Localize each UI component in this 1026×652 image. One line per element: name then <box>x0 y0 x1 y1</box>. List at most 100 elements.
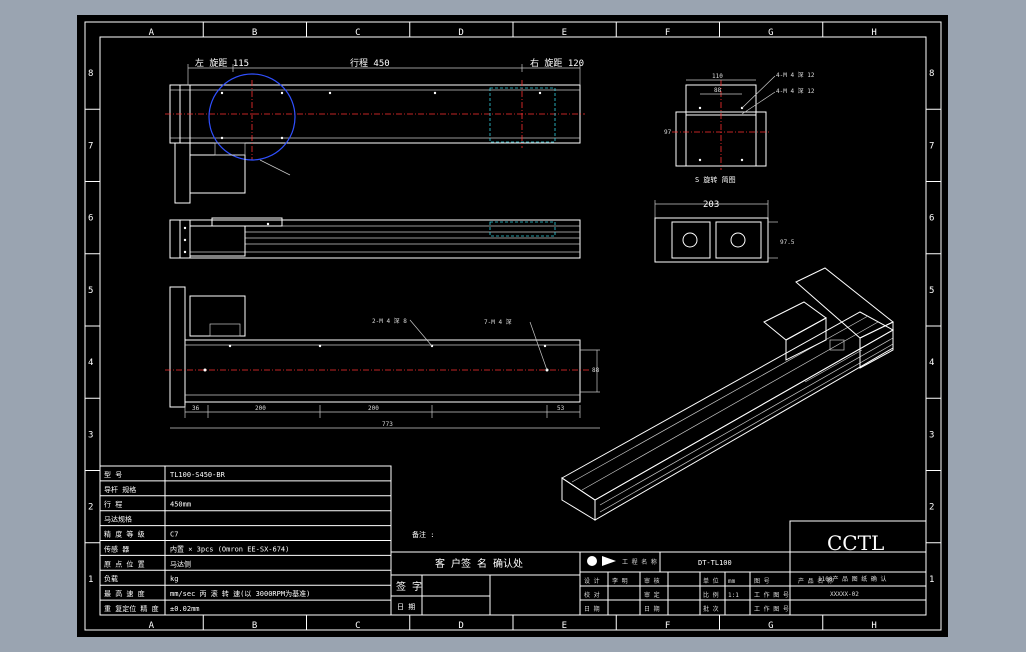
grid-row-right: 6 <box>929 214 934 224</box>
bottom-note-1: 2-M 4 深 8 <box>372 317 407 325</box>
company-name: CCTL <box>827 531 884 555</box>
grid-row-left: 5 <box>88 286 93 296</box>
grid-row-left: 6 <box>88 214 93 224</box>
notes-label: 备注 : <box>412 530 434 539</box>
title-block-cell: 产 品 名 称 <box>798 577 833 585</box>
grid-col-top: G <box>768 28 773 38</box>
spec-label: 精 度 等 级 <box>104 530 145 539</box>
grid-col-top: A <box>149 28 155 38</box>
grid-row-right: 7 <box>929 141 934 151</box>
grid-col-bottom: F <box>665 621 670 631</box>
company-logo-icon <box>587 556 597 566</box>
grid-col-bottom: D <box>458 621 463 631</box>
spec-label: 传感 器 <box>104 544 129 553</box>
confirm-title: 客 户签 名 确认处 <box>435 557 523 570</box>
grid-row-left: 1 <box>88 575 93 585</box>
grid-col-bottom: C <box>355 621 360 631</box>
side-view: 110 88 97 4-M 4 深 12 4-M 4 深 12 S 旋转 简图 <box>664 71 815 184</box>
grid-row-right: 8 <box>929 69 934 79</box>
grid-col-top: D <box>458 28 463 38</box>
side-dim-h: 97 <box>664 129 672 136</box>
title-block-cell: 比 例 <box>703 591 719 599</box>
side-note-1: 4-M 4 深 12 <box>776 71 815 79</box>
grid-row-left: 2 <box>88 503 93 513</box>
grid-row-right: 2 <box>929 503 934 513</box>
grid-row-right: 4 <box>929 358 934 368</box>
grid-row-left: 3 <box>88 430 93 440</box>
title-block-cell: 日 期 <box>644 605 660 613</box>
end-view: 203 97.5 <box>654 200 795 263</box>
dim-bottom-total: 773 <box>382 421 393 428</box>
spec-label: 马达规格 <box>104 515 132 524</box>
title-block-cell: 图 号 <box>754 578 770 585</box>
project-value: DT-TL100 <box>698 559 732 567</box>
grid-row-left: 7 <box>88 141 93 151</box>
drawing-number: XXXXX-02 <box>830 591 859 598</box>
grid-row-labels-right: 8 7 6 5 4 3 2 1 <box>926 69 941 585</box>
side-dim-a: 110 <box>712 73 723 80</box>
spec-label: 行 程 <box>104 500 122 509</box>
dim-top-travel: 行程 450 <box>350 57 390 69</box>
grid-row-right: 1 <box>929 575 934 585</box>
spec-value: kg <box>170 575 178 583</box>
title-block-cell: 批 次 <box>703 605 719 613</box>
spec-value: TL100-S450-BR <box>170 471 226 479</box>
grid-col-top: F <box>665 28 670 38</box>
isometric-view <box>561 267 895 521</box>
dim-bottom-seg-2: 200 <box>255 405 266 412</box>
spec-label: 导杆 规格 <box>104 485 136 494</box>
title-block-cell: 单 位 <box>703 577 719 585</box>
grid-col-top: B <box>252 28 257 38</box>
spec-label: 重 复定位 精 度 <box>104 604 159 613</box>
spec-label: 型 号 <box>104 470 122 479</box>
title-block-cell: 设 计 <box>584 577 600 585</box>
date-label: 日 期 <box>397 603 415 611</box>
bottom-view: 2-M 4 深 8 7-M 4 深 88 36 200 200 53 773 <box>165 286 600 429</box>
spec-value: 450mm <box>170 501 191 509</box>
title-block-cell: 校 对 <box>584 591 600 599</box>
spec-label: 原 点 位 置 <box>104 559 145 568</box>
dim-bottom-seg-1: 36 <box>192 405 200 412</box>
spec-label: 负载 <box>104 574 118 583</box>
sign-label: 签 字 <box>396 580 422 593</box>
grid-row-right: 3 <box>929 430 934 440</box>
product-name: 1100产 品 图 纸 确 认 <box>818 575 887 583</box>
grid-col-bottom: E <box>562 621 567 631</box>
end-dim-height: 97.5 <box>780 239 795 246</box>
grid-col-top: E <box>562 28 567 38</box>
logo-arrow-icon <box>602 556 616 566</box>
spec-value: 内置 × 3pcs (Omron EE-SX-674) <box>170 544 289 553</box>
bottom-note-2: 7-M 4 深 <box>484 318 512 326</box>
dim-top-left: 左 旋距 115 <box>195 57 249 69</box>
grid-col-top: H <box>871 28 876 38</box>
top-view: 左 旋距 115 行程 450 右 旋距 120 <box>165 57 585 204</box>
side-dim-b: 88 <box>714 87 722 94</box>
dim-top-right: 右 旋距 120 <box>530 57 584 69</box>
drawing-sheet <box>77 15 948 637</box>
title-block-cell: 1:1 <box>728 592 739 599</box>
grid-col-top: C <box>355 28 360 38</box>
grid-row-left: 4 <box>88 358 93 368</box>
dim-bottom-seg-4: 53 <box>557 405 565 412</box>
grid-row-right: 5 <box>929 286 934 296</box>
title-block-cell: mm <box>728 578 736 585</box>
title-block-cell: 李 明 <box>612 577 628 585</box>
title-block-cell: 工 作 图 号 <box>754 591 789 599</box>
end-dim-width: 203 <box>703 200 719 210</box>
project-label: 工 程 名 称 <box>622 558 657 566</box>
title-block-cell: 审 定 <box>644 591 660 599</box>
front-view <box>169 217 581 259</box>
side-note-2: 4-M 4 深 12 <box>776 87 815 95</box>
dim-bottom-seg-3: 200 <box>368 405 379 412</box>
grid-column-labels-top: A B C D E F G H <box>149 22 877 38</box>
grid-col-bottom: G <box>768 621 773 631</box>
title-block-cell: 工 作 图 号 <box>754 605 789 613</box>
title-block-cell: 日 期 <box>584 605 600 613</box>
spec-value: mm/sec 丙 滚 转 速(以 3000RPM为基准) <box>170 589 310 598</box>
customer-confirm-block: 客 户签 名 确认处 签 字 日 期 <box>390 551 581 616</box>
spec-value: C7 <box>170 531 178 539</box>
